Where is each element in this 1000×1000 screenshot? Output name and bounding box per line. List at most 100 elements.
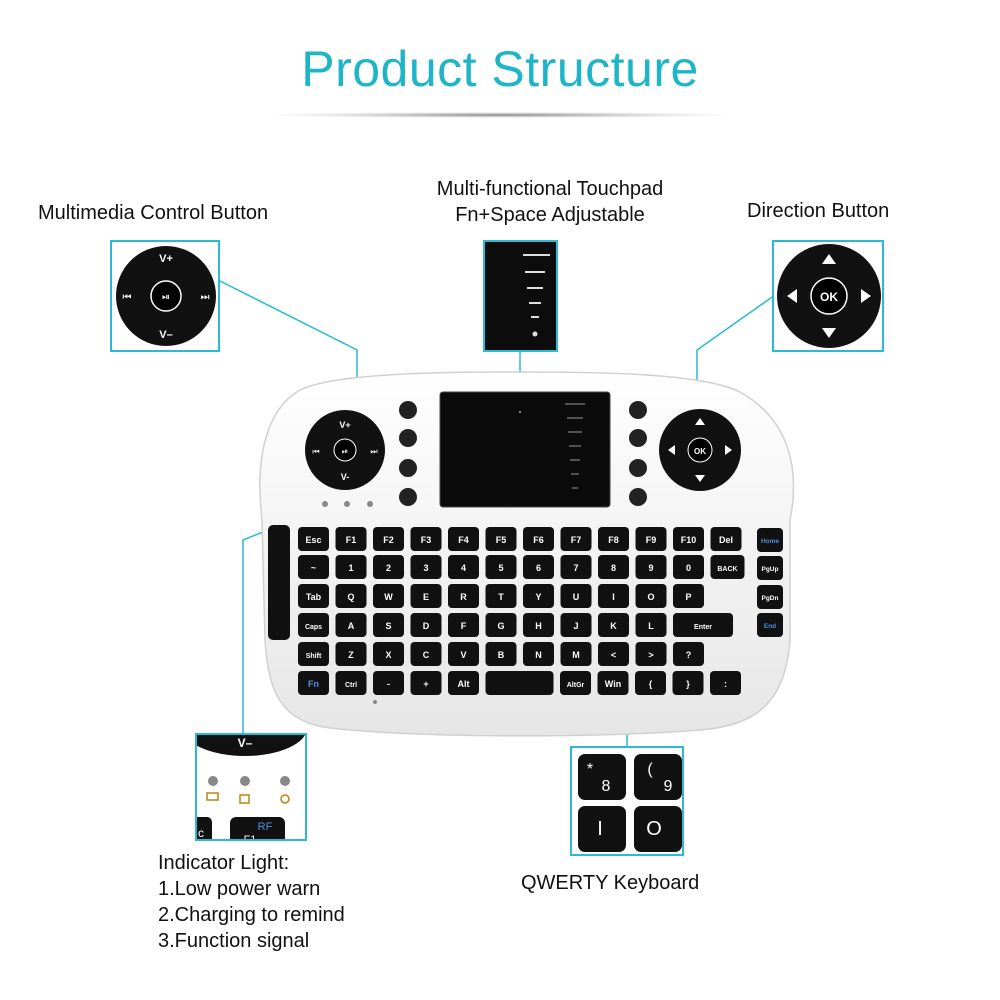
key[interactable] bbox=[597, 671, 629, 695]
side-key[interactable] bbox=[757, 585, 783, 609]
key[interactable] bbox=[560, 671, 591, 695]
key[interactable] bbox=[485, 527, 517, 551]
key[interactable] bbox=[598, 584, 629, 608]
key-label: G bbox=[497, 621, 504, 631]
key[interactable] bbox=[635, 613, 667, 637]
key[interactable] bbox=[523, 613, 554, 637]
key[interactable] bbox=[598, 555, 629, 579]
key[interactable] bbox=[298, 527, 329, 551]
key[interactable] bbox=[560, 613, 592, 637]
key[interactable] bbox=[448, 671, 479, 695]
key[interactable] bbox=[598, 642, 629, 666]
key[interactable] bbox=[598, 613, 629, 637]
key[interactable] bbox=[448, 613, 479, 637]
key[interactable] bbox=[373, 527, 404, 551]
key[interactable] bbox=[673, 555, 704, 579]
key[interactable] bbox=[298, 642, 329, 666]
key[interactable] bbox=[410, 613, 442, 637]
key[interactable] bbox=[635, 671, 666, 695]
key-label: 6 bbox=[536, 563, 541, 573]
key-label: F bbox=[461, 621, 467, 631]
key[interactable] bbox=[673, 527, 704, 551]
key[interactable] bbox=[635, 584, 667, 608]
key-label: AltGr bbox=[567, 682, 585, 689]
key[interactable] bbox=[485, 584, 517, 608]
key[interactable] bbox=[523, 584, 554, 608]
key[interactable] bbox=[710, 527, 742, 551]
key[interactable] bbox=[298, 584, 329, 608]
key[interactable] bbox=[523, 527, 554, 551]
direction-pad: OK bbox=[659, 409, 741, 491]
key[interactable] bbox=[485, 613, 517, 637]
key[interactable] bbox=[448, 642, 479, 666]
key-label: ~ bbox=[311, 563, 316, 573]
side-key-label: End bbox=[764, 623, 776, 630]
dpad-left-icon bbox=[668, 445, 675, 455]
side-key[interactable] bbox=[757, 613, 783, 637]
key[interactable] bbox=[560, 584, 592, 608]
key[interactable] bbox=[335, 584, 367, 608]
key[interactable] bbox=[373, 642, 404, 666]
key[interactable] bbox=[410, 527, 442, 551]
key[interactable] bbox=[485, 671, 554, 695]
key[interactable] bbox=[410, 555, 442, 579]
mm-inset-next-icon: ⏭ bbox=[201, 292, 210, 303]
key-label: F10 bbox=[681, 535, 697, 545]
indicator-item-2: 2.Charging to remind bbox=[158, 904, 345, 926]
key[interactable] bbox=[373, 671, 404, 695]
key-label: Shift bbox=[306, 653, 322, 660]
direction-callout-label: Direction Button bbox=[747, 200, 890, 222]
key[interactable] bbox=[298, 555, 329, 579]
key-label: Z bbox=[348, 650, 354, 660]
key[interactable] bbox=[298, 671, 329, 695]
key[interactable] bbox=[635, 555, 667, 579]
key-label: E bbox=[423, 592, 429, 602]
key[interactable] bbox=[560, 642, 592, 666]
key[interactable] bbox=[410, 671, 442, 695]
key[interactable] bbox=[598, 527, 629, 551]
key[interactable] bbox=[673, 642, 704, 666]
pad-playpause-icon: ⏯ bbox=[342, 447, 348, 456]
q-inset-9: 9 bbox=[664, 778, 673, 795]
key[interactable] bbox=[298, 613, 329, 637]
q-inset-8: 8 bbox=[602, 778, 611, 795]
side-key[interactable] bbox=[757, 556, 783, 580]
key[interactable] bbox=[485, 642, 517, 666]
key[interactable] bbox=[673, 613, 733, 637]
key[interactable] bbox=[523, 642, 554, 666]
key[interactable] bbox=[672, 671, 704, 695]
dir-inset-up-arrow-icon bbox=[822, 254, 836, 264]
key[interactable] bbox=[448, 555, 479, 579]
key[interactable] bbox=[635, 642, 667, 666]
key[interactable] bbox=[373, 613, 404, 637]
key-label: Fn bbox=[308, 679, 319, 689]
key-label: BACK bbox=[717, 566, 737, 573]
key[interactable] bbox=[335, 555, 367, 579]
key[interactable] bbox=[485, 555, 517, 579]
key[interactable] bbox=[523, 555, 554, 579]
key[interactable] bbox=[448, 584, 479, 608]
key[interactable] bbox=[635, 527, 667, 551]
key[interactable] bbox=[560, 555, 592, 579]
key-label: 7 bbox=[573, 563, 578, 573]
key-label: 1 bbox=[348, 563, 353, 573]
key[interactable] bbox=[335, 671, 367, 695]
ind-inset-rf: RF bbox=[258, 821, 273, 833]
key[interactable] bbox=[560, 527, 592, 551]
key[interactable] bbox=[673, 584, 704, 608]
key[interactable] bbox=[373, 555, 404, 579]
key[interactable] bbox=[448, 527, 479, 551]
mm-inset-up: V+ bbox=[159, 253, 173, 265]
key[interactable] bbox=[710, 555, 745, 579]
key[interactable] bbox=[373, 584, 404, 608]
key-label: Del bbox=[719, 535, 733, 545]
key[interactable] bbox=[335, 527, 367, 551]
key[interactable] bbox=[335, 613, 367, 637]
key[interactable] bbox=[410, 584, 442, 608]
key[interactable] bbox=[410, 642, 442, 666]
side-key[interactable] bbox=[757, 528, 783, 552]
ind-inset-lock-icon bbox=[239, 794, 250, 804]
key[interactable] bbox=[710, 671, 741, 695]
key[interactable] bbox=[335, 642, 367, 666]
key-label: U bbox=[573, 592, 580, 602]
